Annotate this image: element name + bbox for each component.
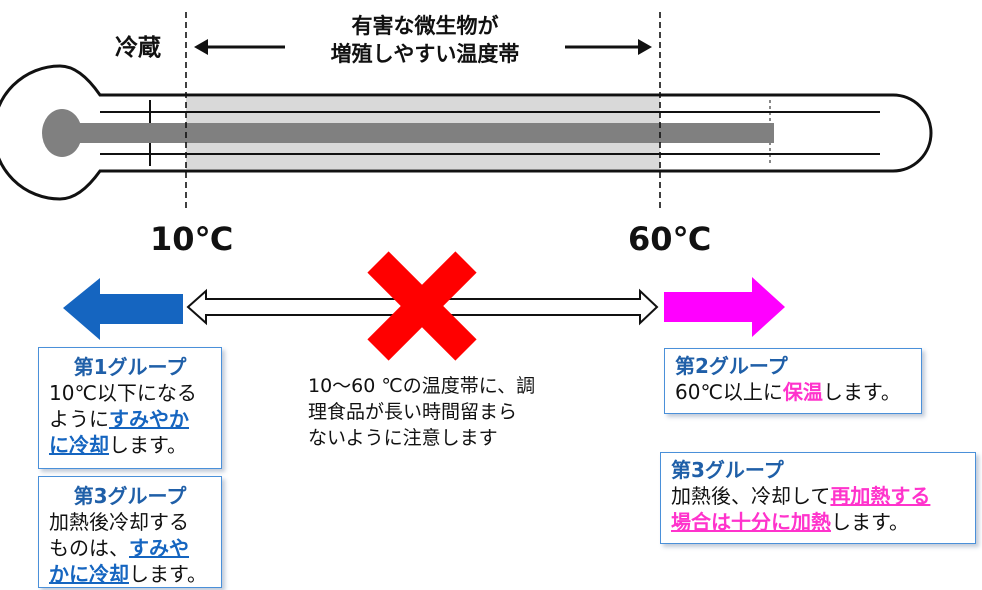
group1-cold-link-b: に冷却 bbox=[49, 433, 109, 457]
group1-cold-line2-prefix: ように bbox=[49, 407, 109, 431]
group2-hot-line1: 60℃以上に保温します。 bbox=[675, 379, 911, 405]
group3-cold-line1: 加熱後冷却する bbox=[49, 510, 189, 534]
center-note-line2: 理食品が長い時間留まら bbox=[308, 401, 518, 423]
center-note: 10～60 ℃の温度帯に、調 理食品が長い時間留まら ないように注意します bbox=[308, 373, 535, 451]
group3-hot-link-a: 再加熱する bbox=[830, 484, 931, 508]
group3-hot-title: 第3グループ bbox=[671, 458, 784, 482]
cold-arrow-icon bbox=[63, 278, 183, 340]
danger-zone-title-line2: 増殖しやすい温度帯 bbox=[330, 42, 520, 66]
group1-cold-line2: ようにすみやか bbox=[49, 406, 211, 432]
group1-cold-line3: に冷却します。 bbox=[49, 432, 211, 458]
danger-zone-title: 有害な微生物が 増殖しやすい温度帯 bbox=[295, 12, 555, 68]
hot-arrow-icon bbox=[664, 277, 785, 337]
cold-storage-label: 冷蔵 bbox=[115, 35, 161, 61]
temp-high-label: 60℃ bbox=[628, 220, 712, 258]
group1-cold-link-a: すみやか bbox=[109, 407, 189, 431]
group1-cold-box: 第1グループ 10℃以下になる ようにすみやか に冷却します。 bbox=[38, 347, 222, 469]
temp-low-label: 10℃ bbox=[150, 220, 234, 258]
center-note-line3: ないように注意します bbox=[308, 427, 498, 449]
group3-cold-box: 第3グループ 加熱後冷却する ものは、すみや かに冷却します。 bbox=[38, 476, 222, 588]
group3-cold-link-a: すみや bbox=[129, 536, 189, 560]
group3-cold-line3: かに冷却します。 bbox=[49, 561, 211, 587]
group3-cold-link-b: かに冷却 bbox=[49, 562, 129, 586]
group3-cold-line2-prefix: ものは、 bbox=[49, 536, 129, 560]
group2-hot-title: 第2グループ bbox=[675, 354, 788, 378]
group3-hot-link-b: 場合は十分に加熱 bbox=[671, 510, 831, 534]
group3-cold-line3-suffix: します。 bbox=[129, 562, 207, 586]
group3-hot-line1: 加熱後、冷却して再加熱する bbox=[671, 483, 965, 509]
group3-hot-line2-suffix: します。 bbox=[831, 510, 909, 534]
group2-hot-box: 第2グループ 60℃以上に保温します。 bbox=[664, 348, 922, 414]
group2-hot-highlight: 保温 bbox=[782, 380, 823, 404]
group1-cold-line1: 10℃以下になる bbox=[49, 381, 197, 405]
danger-zone-title-line1: 有害な微生物が bbox=[351, 14, 499, 38]
prohibited-cross-icon bbox=[367, 251, 477, 361]
group3-cold-title: 第3グループ bbox=[73, 484, 187, 508]
group3-cold-line2: ものは、すみや bbox=[49, 535, 211, 561]
group1-cold-title: 第1グループ bbox=[73, 355, 187, 379]
center-note-line1: 10～60 ℃の温度帯に、調 bbox=[308, 375, 536, 397]
group2-hot-line1-prefix: 60℃以上に bbox=[675, 380, 783, 404]
group2-hot-line1-suffix: します。 bbox=[822, 380, 901, 404]
group1-cold-line3-suffix: します。 bbox=[109, 433, 187, 457]
mercury-column bbox=[62, 123, 774, 143]
group3-hot-line1-prefix: 加熱後、冷却して bbox=[671, 484, 831, 508]
group3-hot-line2: 場合は十分に加熱します。 bbox=[671, 509, 965, 535]
group3-hot-box: 第3グループ 加熱後、冷却して再加熱する 場合は十分に加熱します。 bbox=[660, 452, 976, 544]
